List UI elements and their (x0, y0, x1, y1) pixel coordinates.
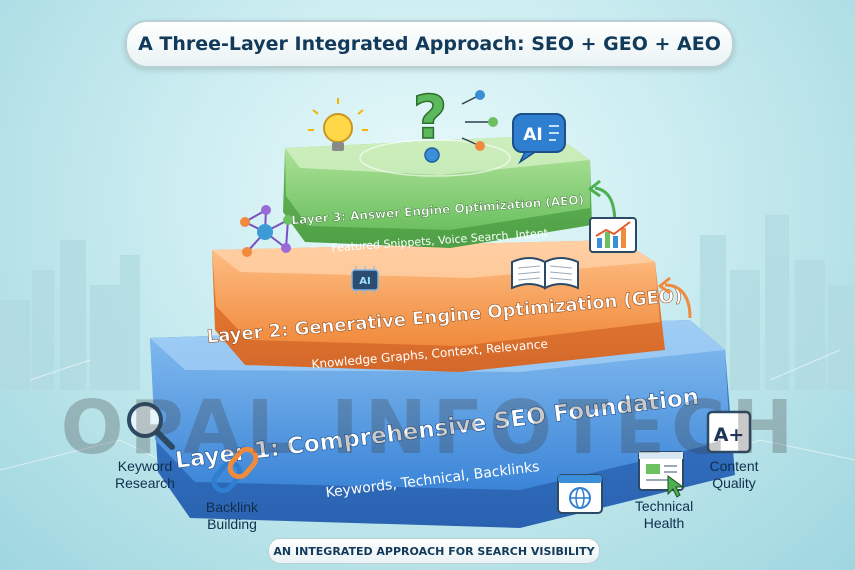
ai-chip-icon: AI (351, 266, 379, 294)
grade-card-icon: A+ (706, 410, 752, 454)
lightbulb-icon (308, 98, 368, 151)
growth-chart-icon (589, 217, 637, 253)
network-graph-icon (240, 205, 293, 257)
content-quality-label: Content Quality (709, 458, 759, 491)
question-mark-icon: ? (412, 82, 498, 163)
keyword-research-label: Keyword Research (115, 458, 175, 491)
watermark: OPAL INFOTECH (60, 385, 800, 471)
svg-text:?: ? (413, 83, 448, 153)
city-skyline (0, 215, 855, 390)
ai-chat-badge: AI (523, 125, 542, 145)
magnifier-icon (127, 402, 175, 450)
ai-chat-icon: AI (512, 113, 566, 165)
page-title: A Three-Layer Integrated Approach: SEO +… (138, 33, 721, 55)
chain-link-icon (211, 446, 259, 494)
arrow-up-layer-2-icon (658, 276, 692, 319)
footer-banner: AN INTEGRATED APPROACH FOR SEARCH VISIBI… (268, 538, 600, 564)
grade-badge: A+ (714, 424, 745, 446)
ai-chip-badge: AI (359, 276, 370, 287)
browser-cursor-icon (638, 451, 685, 498)
technical-health-label: Technical Health (634, 498, 694, 531)
title-banner: A Three-Layer Integrated Approach: SEO +… (125, 20, 734, 68)
footer-text: AN INTEGRATED APPROACH FOR SEARCH VISIBI… (273, 544, 595, 558)
open-book-icon (511, 257, 579, 290)
backlink-building-label: Backlink Building (205, 499, 259, 532)
globe-window-icon (557, 474, 603, 514)
